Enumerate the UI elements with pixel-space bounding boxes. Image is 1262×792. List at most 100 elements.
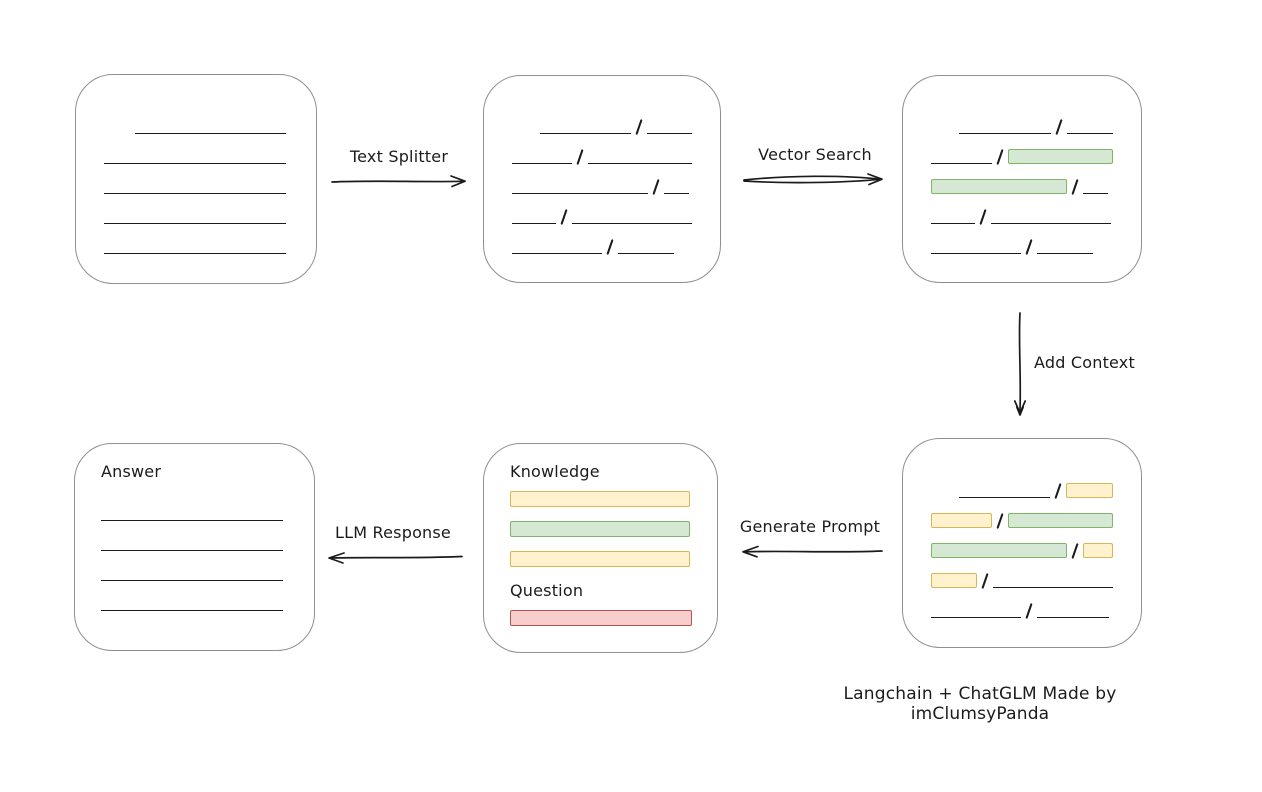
generate-prompt-label: Generate Prompt [739, 517, 881, 536]
text-line [1037, 253, 1093, 254]
text-row [512, 164, 692, 195]
add-context-label: Add Context [1034, 353, 1135, 372]
text-row [931, 164, 1113, 195]
slash-separator [981, 573, 989, 589]
text-line [1083, 193, 1108, 194]
slash-separator [576, 149, 584, 165]
text-row [512, 104, 692, 135]
arrow-down-icon [1013, 312, 1027, 416]
slash-separator [1055, 119, 1063, 135]
text-line [539, 133, 631, 134]
text-line [931, 223, 975, 224]
text-line [104, 223, 286, 224]
text-line [135, 133, 286, 134]
vector-search-label: Vector Search [758, 145, 872, 164]
text-row [512, 194, 692, 225]
slash-separator [1071, 543, 1079, 559]
text-row [101, 551, 288, 581]
text-line [1037, 617, 1109, 618]
prompt-heading: Question [510, 581, 584, 600]
text-line [104, 253, 286, 254]
slash-separator [1054, 483, 1062, 499]
text-row [931, 558, 1113, 589]
context-chunks-box [902, 438, 1142, 648]
text-row [512, 224, 692, 255]
text-row [931, 104, 1113, 135]
yellow-highlight-segment [931, 573, 977, 588]
slash-separator [606, 239, 614, 255]
text-line [991, 223, 1111, 224]
answer-box: Answer [74, 443, 315, 651]
vector-search-arrow: Vector Search [742, 145, 888, 188]
text-row [104, 134, 288, 164]
yellow-highlight-segment [1083, 543, 1113, 558]
green-highlight-segment [1008, 149, 1113, 164]
source-document-box [75, 74, 317, 284]
slash-separator [996, 513, 1004, 529]
text-row [104, 194, 288, 224]
llm-response-label: LLM Response [335, 523, 451, 542]
text-line [959, 133, 1051, 134]
yellow-highlight-bar [510, 551, 690, 567]
slash-separator [635, 119, 643, 135]
arrow-right-icon [743, 173, 883, 186]
text-row [931, 194, 1113, 225]
split-chunks-box [483, 75, 721, 283]
green-highlight-bar [510, 521, 690, 537]
text-line [512, 223, 556, 224]
vector-matches-box [902, 75, 1142, 283]
text-row [512, 134, 692, 165]
credit-caption: Langchain + ChatGLM Made by imClumsyPand… [843, 684, 1117, 724]
text-line [931, 253, 1021, 254]
arrow-right-icon [331, 175, 466, 188]
generate-prompt-arrow: Generate Prompt [736, 517, 884, 560]
text-line [104, 163, 286, 164]
text-line [664, 193, 689, 194]
red-highlight-bar [510, 610, 692, 626]
text-line [993, 587, 1113, 588]
text-row [931, 134, 1113, 165]
text-line [512, 193, 648, 194]
green-highlight-segment [1007, 513, 1113, 528]
slash-separator [1025, 603, 1033, 619]
text-line [104, 193, 286, 194]
text-row [101, 581, 288, 611]
slash-separator [979, 209, 987, 225]
slash-separator [652, 179, 660, 195]
answer-heading: Answer [101, 462, 162, 481]
text-splitter-label: Text Splitter [349, 147, 449, 166]
slash-separator [996, 149, 1004, 165]
text-line [618, 253, 674, 254]
text-line [931, 163, 992, 164]
slash-separator [560, 209, 568, 225]
slash-separator [1025, 239, 1033, 255]
text-row [931, 528, 1113, 559]
text-row [101, 521, 288, 551]
text-row [104, 224, 288, 254]
arrow-left-icon [328, 552, 463, 564]
text-line [512, 163, 573, 164]
text-line [931, 617, 1021, 618]
text-line [572, 223, 692, 224]
green-highlight-segment [931, 179, 1067, 194]
text-row [104, 164, 288, 194]
text-line [588, 163, 692, 164]
text-line [1067, 133, 1113, 134]
prompt-heading: Knowledge [510, 462, 600, 481]
text-line [101, 550, 283, 551]
text-line [512, 253, 602, 254]
text-line [101, 580, 283, 581]
text-line [646, 133, 692, 134]
text-line [101, 610, 283, 611]
slash-separator [1071, 179, 1079, 195]
text-row [104, 104, 288, 134]
llm-response-arrow: LLM Response [322, 523, 464, 566]
text-row [931, 224, 1113, 255]
add-context-arrow [1011, 311, 1029, 421]
green-highlight-segment [931, 543, 1067, 558]
yellow-highlight-bar [510, 491, 690, 507]
yellow-highlight-segment [1066, 483, 1113, 498]
text-row [931, 468, 1113, 499]
